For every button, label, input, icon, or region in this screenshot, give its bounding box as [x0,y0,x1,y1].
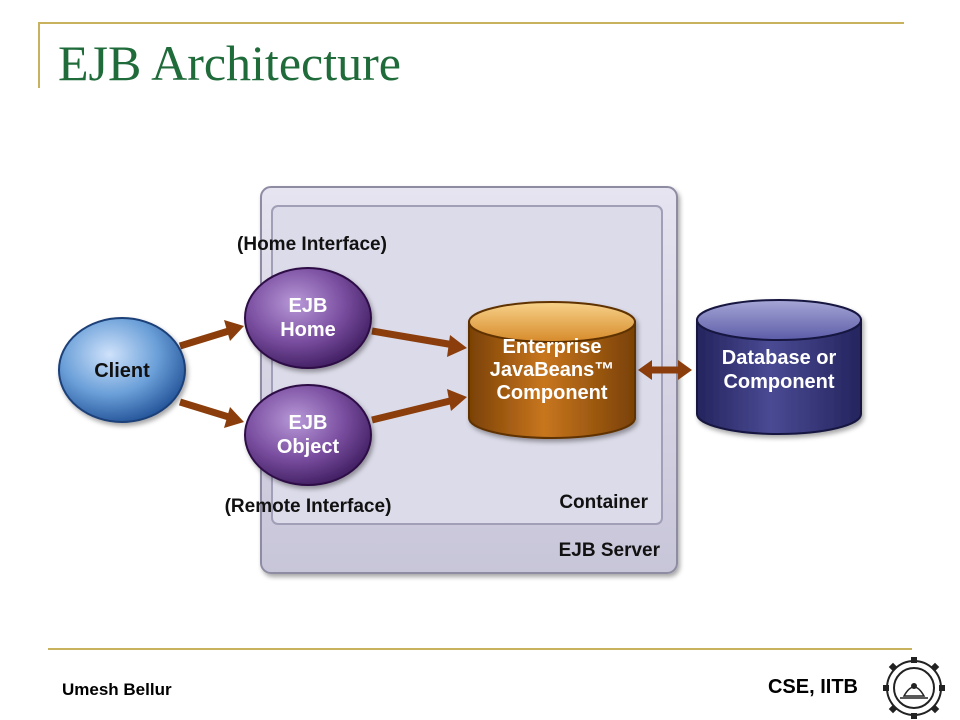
home-interface-label: (Home Interface) [237,234,387,255]
arrow-home-to-component [371,327,467,357]
arrow-component-database-bidirectional [638,360,692,380]
arrow-object-to-component [371,389,467,424]
ejb-home-label-line1: EJB [289,295,328,317]
top-rule-vertical [38,22,40,88]
remote-interface-label: (Remote Interface) [225,496,392,517]
footer-affiliation: CSE, IITB [767,676,858,698]
ejb-component-label-line1: Enterprise [503,336,602,358]
top-rule-horizontal [38,22,904,24]
ejb-home-label-line2: Home [280,319,336,341]
ejb-home-node: EJB Home [244,267,372,369]
iitb-emblem-icon [883,657,945,719]
ejb-component-label-line2: JavaBeans™ [490,359,615,381]
bottom-rule [48,648,912,650]
ejb-object-node: EJB Object [244,384,372,486]
ejb-object-label-line2: Object [277,436,340,458]
footer-author: Umesh Bellur [62,680,172,699]
ejb-component-node: Enterprise JavaBeans™ Component [468,301,636,439]
slide-title: EJB Architecture [58,35,401,91]
ejb-component-label-line3: Component [496,382,607,404]
container-label: Container [559,492,648,513]
client-label: Client [94,360,150,382]
client-node: Client [58,317,186,423]
ejb-server-label: EJB Server [559,540,661,561]
database-label-line2: Component [723,371,834,393]
arrow-client-to-home [178,320,244,350]
ejb-object-label-line1: EJB [289,412,328,434]
database-label-line1: Database or [722,347,837,369]
database-node: Database or Component [696,299,862,435]
arrow-client-to-object [178,398,244,428]
